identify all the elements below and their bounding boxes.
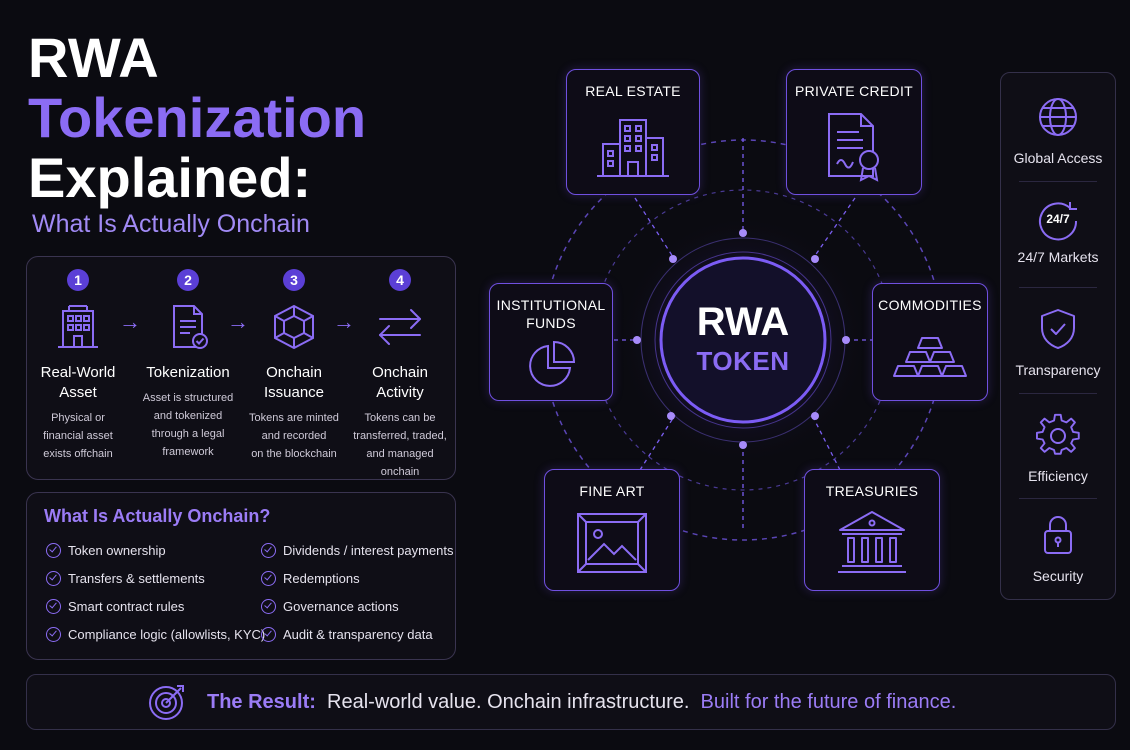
onchain-title: What Is Actually Onchain?: [44, 506, 271, 526]
node-real-estate: REAL ESTATE: [566, 69, 700, 195]
arrow-right-icon: →: [333, 309, 355, 334]
gear-icon: [1001, 413, 1115, 462]
step-number: 3: [283, 269, 305, 291]
certificate-icon: [819, 110, 889, 187]
pie-chart-icon: [526, 340, 576, 395]
globe-icon: [1001, 95, 1115, 144]
benefit-label: Security: [1032, 568, 1084, 584]
subtitle: What Is Actually Onchain: [32, 210, 310, 238]
target-icon: [147, 682, 187, 727]
benefit-security: Security: [1001, 513, 1115, 584]
hub-label-token: TOKEN: [696, 346, 790, 376]
benefit-24-7-markets: 24/7 24/7 Markets: [1001, 199, 1115, 265]
check-circle-icon: [46, 626, 61, 642]
shield-check-icon: [1001, 307, 1115, 356]
benefit-label: Efficiency: [1028, 468, 1088, 484]
node-label: FINE ART: [579, 483, 645, 499]
check-circle-icon: [46, 542, 61, 558]
list-item: Compliance logic (allowlists, KYC): [46, 625, 265, 643]
node-label: PRIVATE CREDIT: [794, 83, 914, 99]
node-commodities: COMMODITIES: [872, 283, 988, 401]
check-circle-icon: [261, 542, 276, 558]
title-line-2: Tokenization: [28, 86, 367, 149]
step-number: 1: [67, 269, 89, 291]
result-label: The Result:: [207, 691, 316, 713]
check-circle-icon: [46, 570, 61, 586]
arrow-right-icon: →: [119, 309, 141, 334]
benefit-global-access: Global Access: [1001, 95, 1115, 166]
lock-icon: [1001, 513, 1115, 562]
node-treasuries: TREASURIES: [804, 469, 940, 591]
benefit-efficiency: Efficiency: [1001, 413, 1115, 484]
divider: [1019, 287, 1097, 288]
divider: [1019, 498, 1097, 499]
step-title: Tokenization: [146, 364, 230, 381]
benefits-panel: Global Access 24/7 24/7 Markets Transpar…: [1000, 72, 1116, 600]
benefit-label: Global Access: [1013, 150, 1103, 166]
node-label: COMMODITIES: [878, 297, 982, 313]
node-fine-art: FINE ART: [544, 469, 680, 591]
benefit-label: 24/7 Markets: [1017, 249, 1099, 265]
list-item: Smart contract rules: [46, 597, 184, 615]
arrow-right-icon: →: [227, 309, 249, 334]
step-number: 4: [389, 269, 411, 291]
bank-icon: [836, 508, 908, 581]
hub-label-rwa: RWA: [696, 300, 790, 344]
list-item: Audit & transparency data: [261, 625, 433, 643]
connection-lines: [590, 138, 890, 530]
hub-diagram: [542, 138, 944, 541]
picture-frame-icon: [574, 510, 650, 581]
title-line-1: RWA: [28, 26, 160, 89]
building-icon: [595, 114, 671, 185]
node-label: REAL ESTATE: [585, 83, 681, 99]
building-icon: [52, 301, 104, 353]
list-item: Governance actions: [261, 597, 399, 615]
cube-icon: [268, 301, 320, 353]
benefit-label: Transparency: [1015, 362, 1101, 378]
list-item: Dividends / interest payments: [261, 541, 454, 559]
check-circle-icon: [261, 626, 276, 642]
benefit-transparency: Transparency: [1001, 307, 1115, 378]
exchange-arrows-icon: [374, 301, 426, 353]
gold-bars-icon: [892, 332, 968, 387]
result-bar: The Result: Real-world value. Onchain in…: [26, 674, 1116, 730]
result-text: The Result: Real-world value. Onchain in…: [207, 689, 956, 715]
check-circle-icon: [261, 570, 276, 586]
divider: [1019, 393, 1097, 394]
list-item: Transfers & settlements: [46, 569, 205, 587]
onchain-panel: [26, 492, 456, 660]
connection-dots: [633, 229, 850, 449]
divider: [1019, 181, 1097, 182]
result-statement: Real-world value. Onchain infrastructure…: [327, 691, 690, 713]
clock-text: 24/7: [1046, 212, 1070, 226]
title-line-3: Explained:: [28, 146, 312, 209]
result-tagline: Built for the future of finance.: [700, 691, 957, 713]
node-private-credit: PRIVATE CREDIT: [786, 69, 922, 195]
list-item: Redemptions: [261, 569, 360, 587]
step-number: 2: [177, 269, 199, 291]
check-circle-icon: [46, 598, 61, 614]
document-check-icon: [162, 301, 214, 353]
check-circle-icon: [261, 598, 276, 614]
clock-24-7-icon: 24/7: [1036, 199, 1080, 243]
node-label: TREASURIES: [825, 483, 919, 499]
list-item: Token ownership: [46, 541, 166, 559]
rwa-token-hub: [654, 251, 832, 429]
